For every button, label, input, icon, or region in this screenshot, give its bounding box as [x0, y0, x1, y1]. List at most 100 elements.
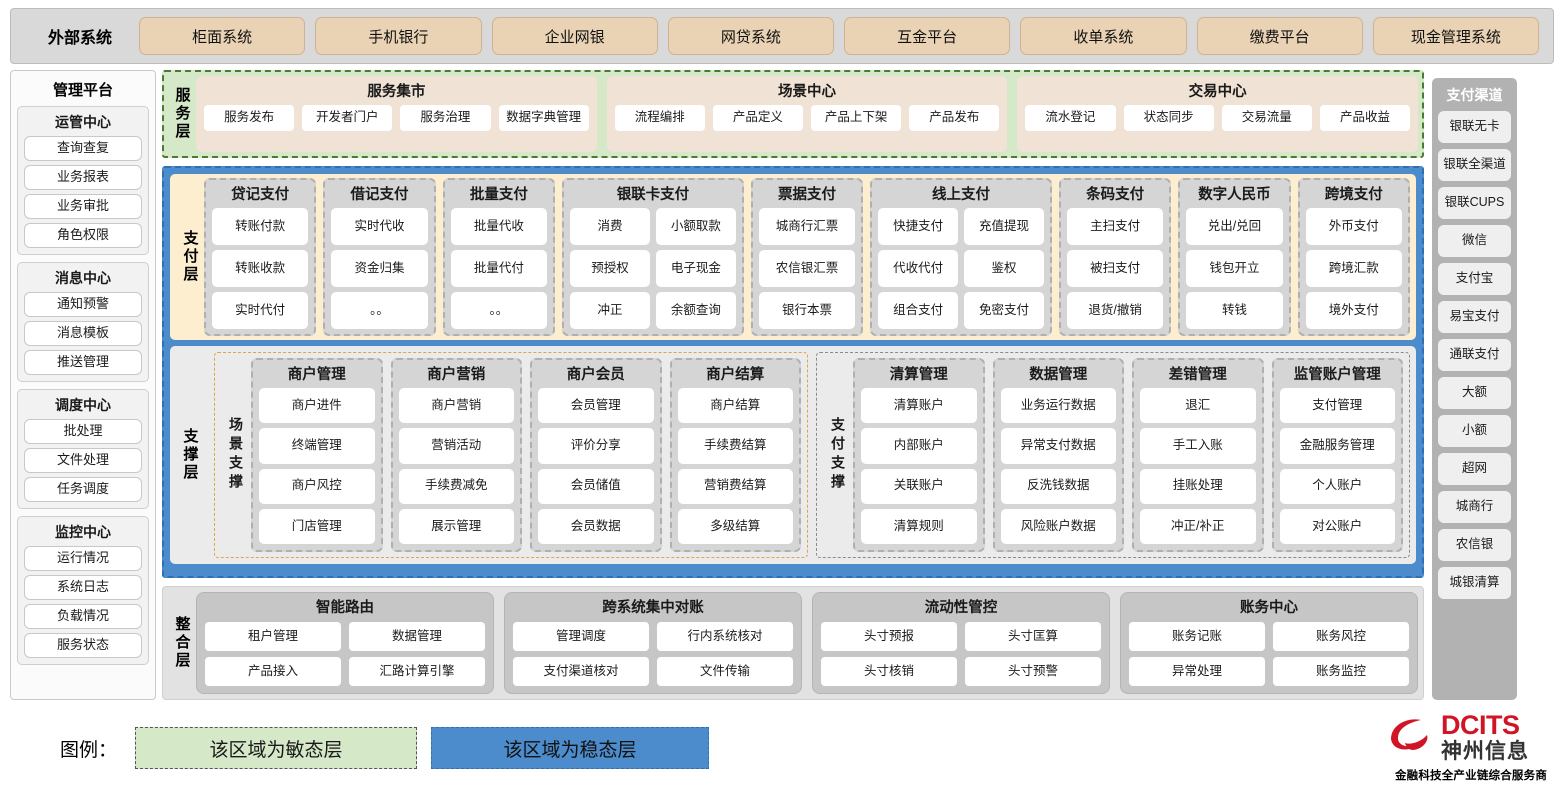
management-item[interactable]: 业务报表: [24, 165, 142, 190]
payment-item[interactable]: 代收代付: [878, 250, 959, 287]
payment-item[interactable]: 跨境汇款: [1305, 250, 1402, 287]
payment-item[interactable]: 预授权: [570, 250, 650, 287]
integration-item[interactable]: 异常处理: [1129, 657, 1265, 686]
integration-item[interactable]: 数据管理: [349, 622, 485, 651]
service-item[interactable]: 产品定义: [712, 105, 804, 131]
integration-item[interactable]: 账务风控: [1273, 622, 1409, 651]
payment-support-item[interactable]: 内部账户: [861, 428, 977, 464]
payment-item[interactable]: 城商行汇票: [758, 208, 856, 245]
payment-item[interactable]: 。。: [450, 292, 548, 329]
payment-channel-item[interactable]: 超网: [1438, 453, 1511, 485]
integration-item[interactable]: 头寸预警: [965, 657, 1101, 686]
payment-channel-item[interactable]: 微信: [1438, 225, 1511, 257]
payment-item[interactable]: 实时代付: [212, 292, 309, 329]
external-system-chip[interactable]: 企业网银: [491, 17, 658, 55]
payment-support-item[interactable]: 退汇: [1140, 388, 1256, 424]
service-item[interactable]: 流水登记: [1025, 105, 1116, 131]
payment-channel-item[interactable]: 农信银: [1438, 529, 1511, 561]
integration-item[interactable]: 账务记账: [1129, 622, 1265, 651]
scene-support-item[interactable]: 商户结算: [677, 388, 793, 424]
payment-item[interactable]: 银行本票: [758, 292, 856, 329]
payment-channel-item[interactable]: 支付宝: [1438, 263, 1511, 295]
payment-support-item[interactable]: 关联账户: [861, 468, 977, 504]
scene-support-item[interactable]: 多级结算: [677, 508, 793, 544]
management-item[interactable]: 文件处理: [24, 448, 142, 473]
management-item[interactable]: 业务审批: [24, 194, 142, 219]
payment-item[interactable]: 充值提现: [964, 208, 1044, 245]
payment-item[interactable]: 转钱: [1186, 292, 1283, 329]
external-system-chip[interactable]: 现金管理系统: [1372, 17, 1539, 55]
service-item[interactable]: 交易流量: [1221, 105, 1312, 131]
payment-item[interactable]: 快捷支付: [878, 208, 959, 245]
service-item[interactable]: 产品收益: [1319, 105, 1411, 131]
payment-item[interactable]: 农信银汇票: [758, 250, 856, 287]
payment-channel-item[interactable]: 城商行: [1438, 491, 1511, 523]
payment-item[interactable]: 钱包开立: [1186, 250, 1283, 287]
management-item[interactable]: 任务调度: [24, 477, 142, 502]
payment-support-item[interactable]: 对公账户: [1279, 508, 1395, 544]
payment-item[interactable]: 批量代收: [450, 208, 548, 245]
external-system-chip[interactable]: 手机银行: [315, 17, 482, 55]
service-item[interactable]: 流程编排: [614, 105, 705, 131]
payment-support-item[interactable]: 手工入账: [1140, 428, 1256, 464]
payment-channel-item[interactable]: 易宝支付: [1438, 301, 1511, 333]
payment-channel-item[interactable]: 大额: [1438, 377, 1511, 409]
management-item[interactable]: 系统日志: [24, 575, 142, 600]
integration-item[interactable]: 账务监控: [1273, 657, 1409, 686]
payment-item[interactable]: 转账收款: [212, 250, 309, 287]
payment-item[interactable]: 境外支付: [1305, 292, 1402, 329]
payment-item[interactable]: 冲正: [570, 292, 650, 329]
management-item[interactable]: 服务状态: [24, 633, 142, 658]
service-item[interactable]: 状态同步: [1123, 105, 1214, 131]
payment-item[interactable]: 消费: [570, 208, 650, 245]
service-item[interactable]: 数据字典管理: [498, 105, 589, 131]
management-item[interactable]: 推送管理: [24, 350, 142, 375]
payment-support-item[interactable]: 风险账户数据: [1000, 508, 1116, 544]
management-item[interactable]: 角色权限: [24, 223, 142, 248]
payment-support-item[interactable]: 异常支付数据: [1000, 428, 1116, 464]
payment-item[interactable]: 实时代收: [331, 208, 428, 245]
payment-support-item[interactable]: 清算账户: [861, 388, 977, 424]
external-system-chip[interactable]: 收单系统: [1020, 17, 1187, 55]
management-item[interactable]: 批处理: [24, 419, 142, 444]
payment-item[interactable]: 组合支付: [878, 292, 959, 329]
service-item[interactable]: 服务治理: [400, 105, 491, 131]
payment-item[interactable]: 转账付款: [212, 208, 309, 245]
integration-item[interactable]: 汇路计算引擎: [349, 657, 485, 686]
payment-item[interactable]: 余额查询: [655, 292, 736, 329]
payment-item[interactable]: 主扫支付: [1066, 208, 1164, 245]
payment-support-item[interactable]: 金融服务管理: [1279, 428, 1395, 464]
management-item[interactable]: 消息模板: [24, 321, 142, 346]
payment-item[interactable]: 退货/撤销: [1066, 292, 1164, 329]
management-item[interactable]: 通知预警: [24, 292, 142, 317]
scene-support-item[interactable]: 会员管理: [538, 388, 654, 424]
service-item[interactable]: 服务发布: [204, 105, 295, 131]
payment-item[interactable]: 批量代付: [450, 250, 548, 287]
integration-item[interactable]: 头寸核销: [821, 657, 957, 686]
payment-item[interactable]: 小额取款: [655, 208, 736, 245]
scene-support-item[interactable]: 终端管理: [259, 428, 375, 464]
external-system-chip[interactable]: 缴费平台: [1196, 17, 1363, 55]
scene-support-item[interactable]: 手续费减免: [398, 468, 514, 504]
payment-channel-item[interactable]: 小额: [1438, 415, 1511, 447]
integration-item[interactable]: 支付渠道核对: [513, 657, 649, 686]
payment-item[interactable]: 被扫支付: [1066, 250, 1164, 287]
management-item[interactable]: 运行情况: [24, 546, 142, 571]
integration-item[interactable]: 头寸预报: [821, 622, 957, 651]
scene-support-item[interactable]: 营销活动: [398, 428, 514, 464]
scene-support-item[interactable]: 商户营销: [398, 388, 514, 424]
payment-channel-item[interactable]: 通联支付: [1438, 339, 1511, 371]
service-item[interactable]: 开发者门户: [302, 105, 393, 131]
external-system-chip[interactable]: 互金平台: [844, 17, 1011, 55]
payment-support-item[interactable]: 个人账户: [1279, 468, 1395, 504]
integration-item[interactable]: 租户管理: [205, 622, 341, 651]
payment-item[interactable]: 鉴权: [964, 250, 1044, 287]
scene-support-item[interactable]: 营销费结算: [677, 468, 793, 504]
payment-support-item[interactable]: 反洗钱数据: [1000, 468, 1116, 504]
integration-item[interactable]: 管理调度: [513, 622, 649, 651]
payment-item[interactable]: 资金归集: [331, 250, 428, 287]
external-system-chip[interactable]: 柜面系统: [139, 17, 306, 55]
payment-item[interactable]: 外币支付: [1305, 208, 1402, 245]
scene-support-item[interactable]: 展示管理: [398, 508, 514, 544]
payment-channel-item[interactable]: 银联CUPS: [1438, 187, 1511, 219]
